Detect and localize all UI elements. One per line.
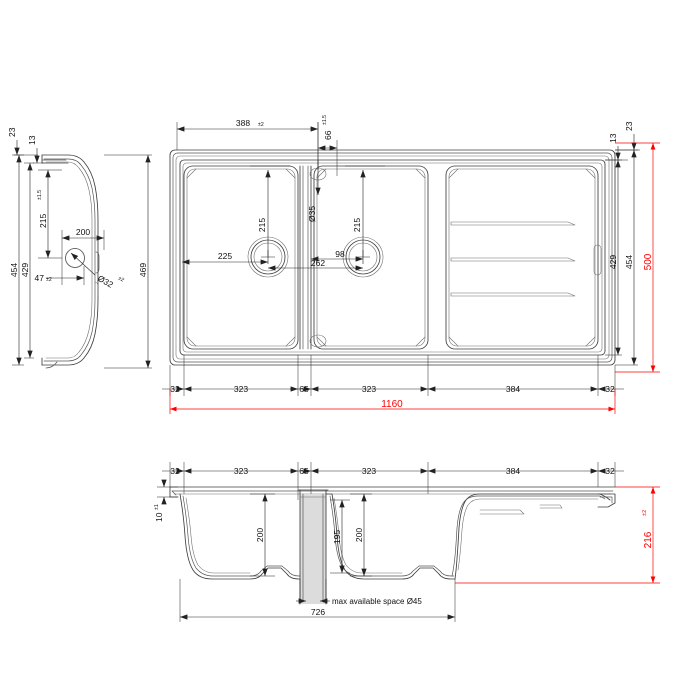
dim-tol-47-left: ±2: [46, 277, 52, 283]
dim-label-216-overall: 216: [643, 531, 654, 548]
dim-left-13: 13: [27, 135, 44, 164]
dim-label-65-section: 65: [299, 466, 309, 476]
left-side-section-view: 23 13 215 ±1.5 200 429: [7, 127, 152, 369]
dim-tol-10-section: ±1: [154, 504, 160, 510]
dim-left-200: 200: [61, 227, 105, 258]
dim-label-384-plan: 384: [506, 384, 520, 394]
dim-section-195: 195: [330, 499, 350, 574]
dim-label-262: 262: [311, 258, 325, 268]
dim-label-13-left: 13: [27, 135, 37, 145]
dim-label-32-section-left: 32: [170, 466, 180, 476]
dim-label-454-plan: 454: [624, 255, 634, 269]
left-view-outline: [41, 154, 100, 369]
dim-tol-66: ±1.5: [322, 115, 328, 125]
dim-label-32-section-right: 32: [605, 466, 615, 476]
dim-left-454: 454: [9, 154, 24, 366]
dim-plan-bottom-chain: 32 323 65 323 384 32: [162, 355, 624, 396]
dim-label-1160-overall: 1160: [381, 399, 403, 410]
dim-section-top-chain: 32 323 65 323 384 32: [162, 462, 624, 500]
front-section-view: 32 323 65 323 384 32: [154, 462, 660, 622]
dim-label-32-plan-left: 32: [170, 384, 180, 394]
dim-plan-215-right: 215: [345, 165, 385, 257]
dim-label-469-left: 469: [138, 263, 148, 277]
dim-label-323-section-right: 323: [362, 466, 376, 476]
dim-plan-500-overall: 500: [615, 142, 660, 373]
dim-tol-d32-left: ±2: [117, 276, 125, 284]
dim-label-47-left: 47: [35, 273, 45, 283]
plan-view-outline: [169, 149, 616, 366]
dim-left-429: 429: [20, 162, 34, 359]
note-label-max-space: max available space Ø45: [332, 597, 422, 606]
dim-tol-388: ±2: [258, 122, 264, 128]
dim-label-200-section-left: 200: [255, 528, 265, 542]
plan-view: 388 ±2 66 ±1.5 Ø35 215 215: [162, 115, 660, 414]
dim-label-454-left: 454: [9, 263, 19, 277]
dim-label-195-section: 195: [332, 530, 342, 544]
dim-plan-454: 454: [615, 149, 638, 366]
note-max-available-space: max available space Ø45: [296, 579, 422, 606]
dim-label-323-section-left: 323: [234, 466, 248, 476]
dim-section-216-overall: 216 ±2: [455, 486, 660, 584]
dim-label-23-left: 23: [7, 127, 17, 137]
dim-section-200-right: 200: [350, 493, 372, 577]
dim-label-215-plan-left: 215: [257, 218, 267, 232]
dim-plan-13: 13: [605, 133, 628, 161]
dim-plan-388: 388 ±2: [176, 118, 319, 170]
drainer-grooves: [450, 221, 576, 297]
dim-plan-23: 23: [615, 121, 640, 151]
dim-label-10-section: 10: [154, 512, 164, 522]
dim-left-47: 47 ±2: [35, 258, 85, 285]
dim-label-98: 98: [335, 249, 345, 259]
dim-plan-d35: Ø35: [307, 160, 321, 222]
dim-label-200-section-right: 200: [354, 528, 364, 542]
dim-label-429-left: 429: [20, 263, 30, 277]
dim-section-726: 726: [179, 579, 456, 622]
dim-label-323-plan-right: 323: [362, 384, 376, 394]
dim-label-13-plan: 13: [608, 133, 618, 143]
dim-label-32-plan-right: 32: [605, 384, 615, 394]
dim-plan-215-left: 215: [250, 165, 290, 257]
dim-label-388: 388: [236, 118, 250, 128]
dim-plan-98: 98: [310, 249, 363, 262]
dim-label-66: 66: [323, 130, 333, 140]
dim-section-10: 10 ±1: [154, 479, 178, 522]
dim-label-d35: Ø35: [307, 206, 317, 222]
dim-label-65-plan: 65: [299, 384, 309, 394]
dim-label-384-section: 384: [506, 466, 520, 476]
dim-label-215-plan-right: 215: [352, 218, 362, 232]
dim-left-469: 469: [104, 154, 152, 369]
dim-plan-262: 262: [267, 258, 363, 271]
dim-left-215: 215 ±1.5: [37, 169, 62, 259]
dim-label-d32-left: Ø32: [96, 273, 115, 290]
dim-plan-66: 66 ±1.5: [317, 115, 338, 176]
dim-tol-215-left: ±1.5: [37, 190, 43, 200]
section-outline: [169, 486, 616, 605]
dim-section-200-left: 200: [250, 493, 275, 577]
dim-plan-429: 429: [605, 159, 622, 356]
dim-label-225: 225: [218, 251, 232, 261]
dim-plan-225: 225: [181, 251, 268, 265]
dim-label-726-section: 726: [311, 607, 325, 617]
dim-label-23-plan: 23: [624, 121, 634, 131]
dim-label-500-overall: 500: [643, 253, 654, 270]
dim-label-323-plan-left: 323: [234, 384, 248, 394]
dim-label-429-plan: 429: [608, 255, 618, 269]
dim-tol-216-overall: ±2: [642, 510, 648, 516]
dim-label-215-left: 215: [38, 214, 48, 228]
dim-label-200-left: 200: [76, 227, 90, 237]
dim-plan-1160-overall: 1160: [169, 389, 616, 414]
